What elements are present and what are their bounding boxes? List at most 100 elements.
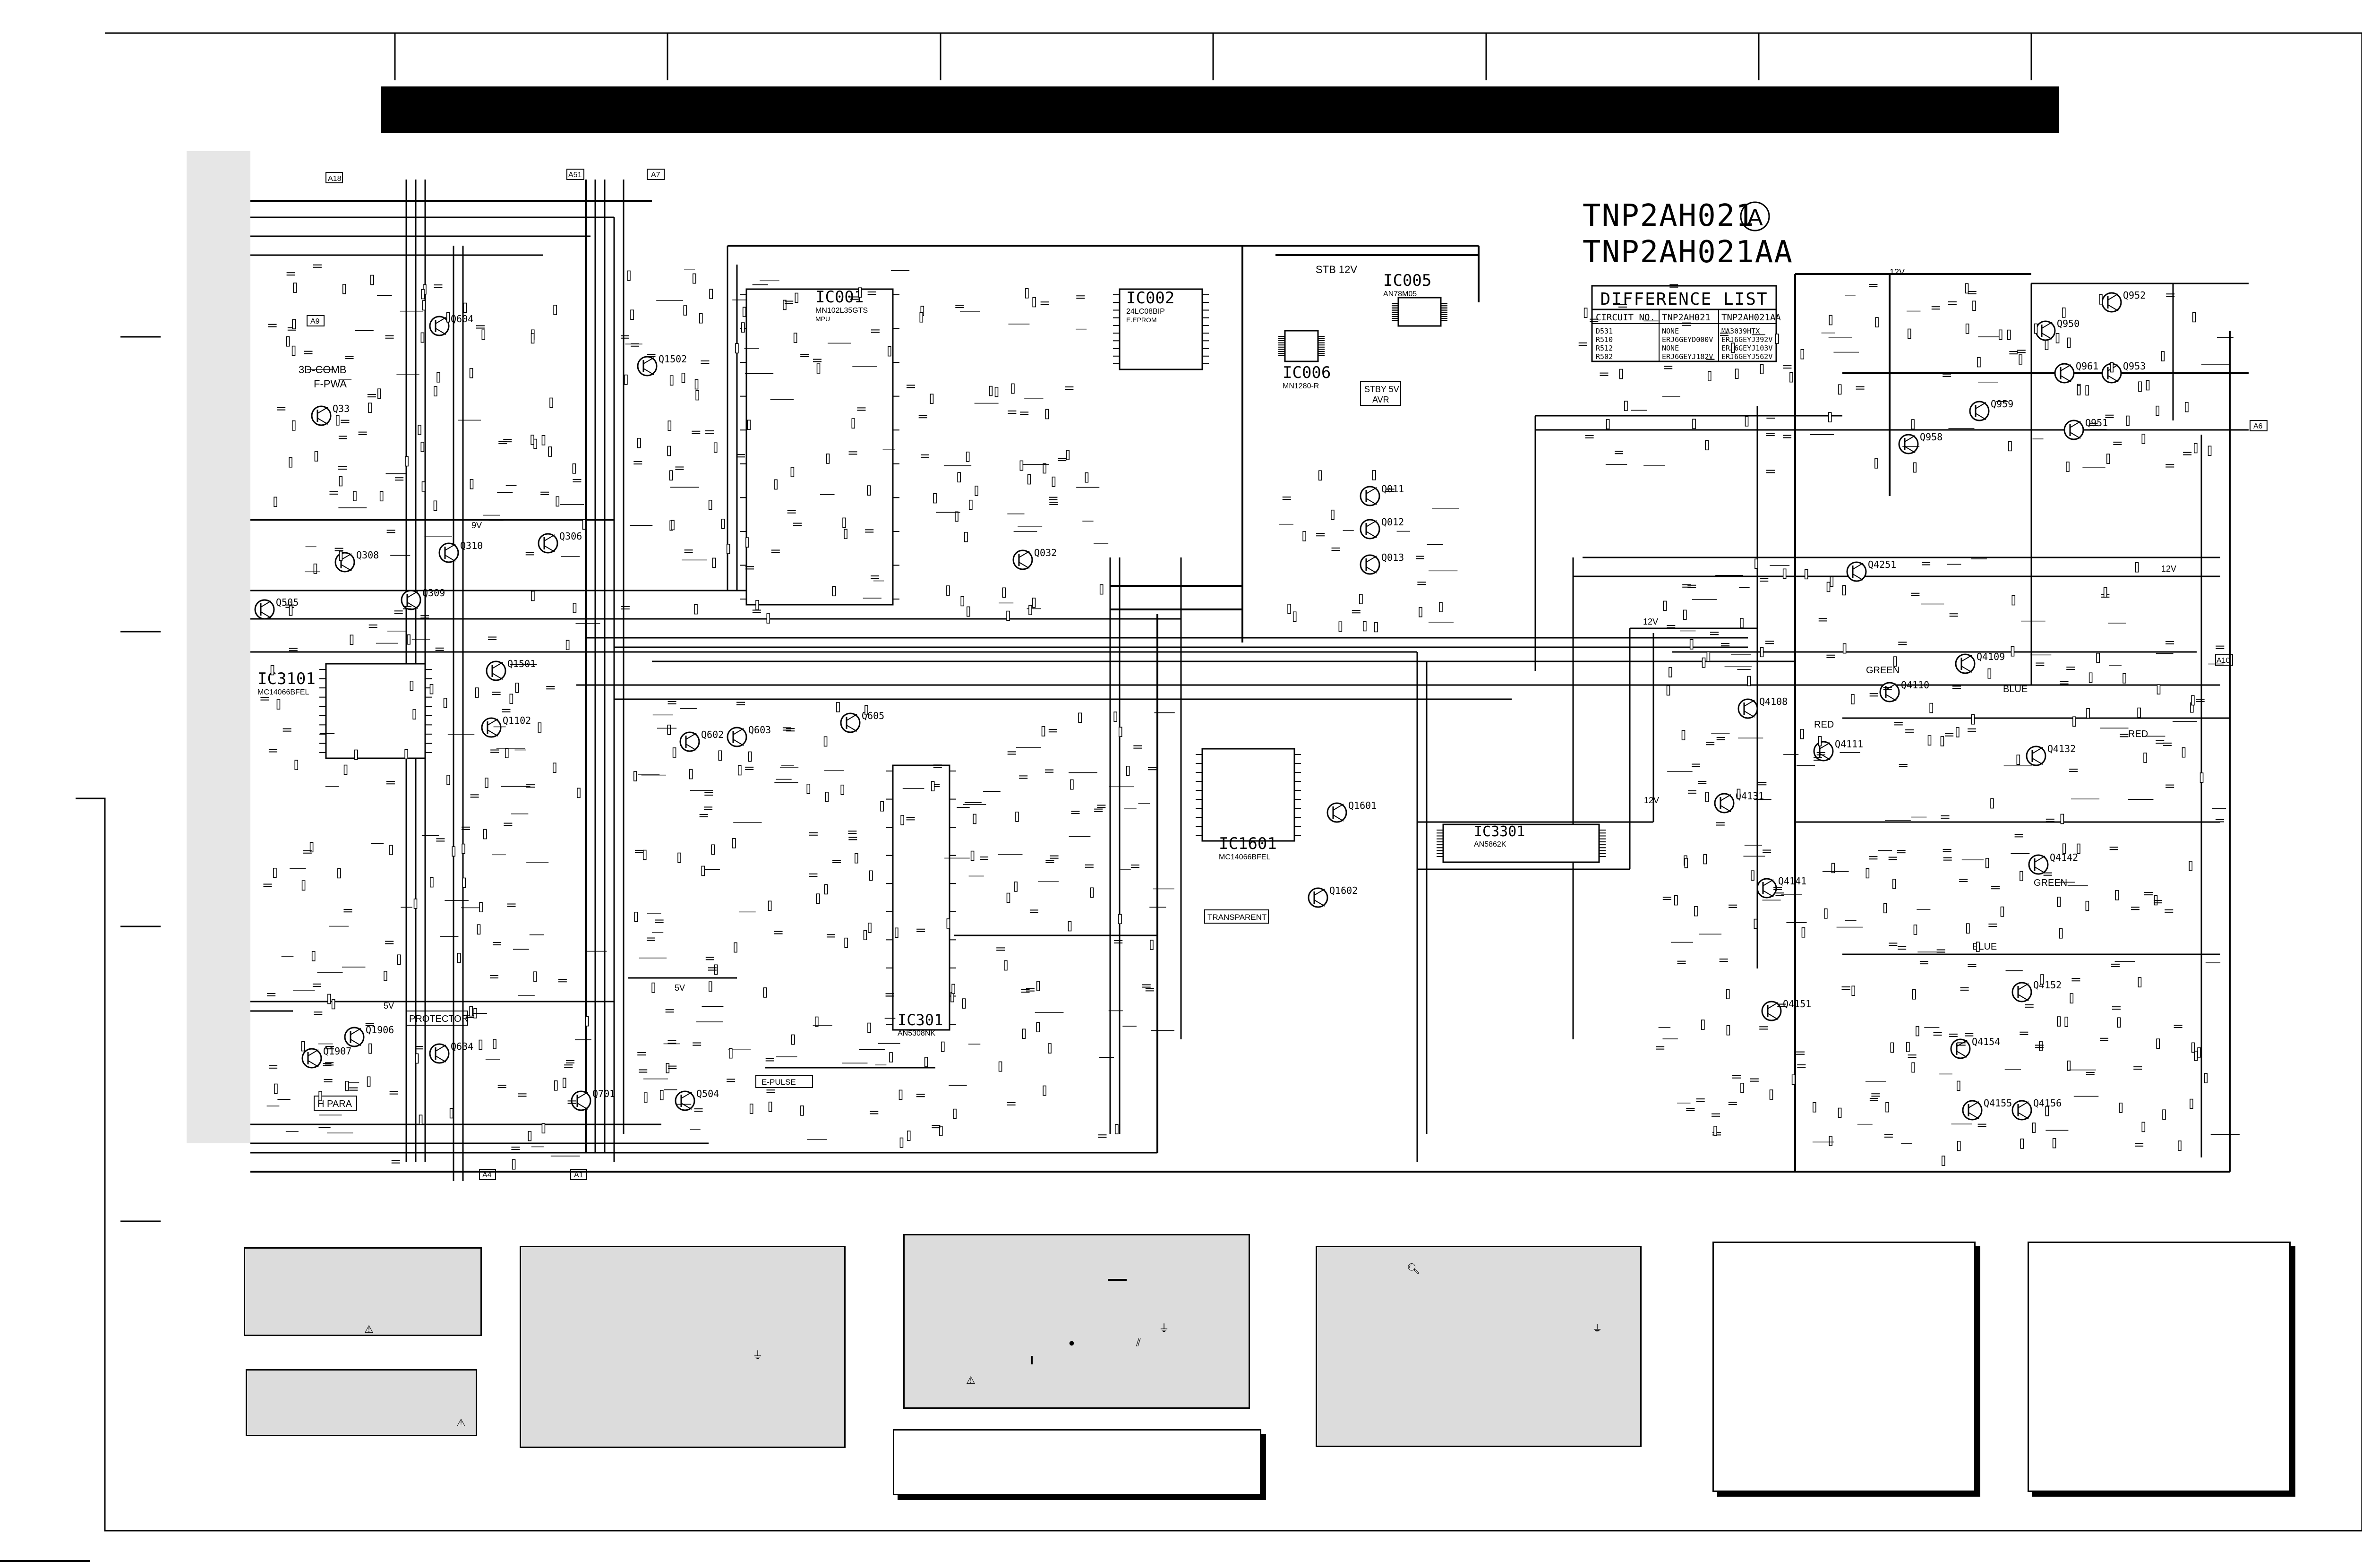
- resistor: [1705, 792, 1709, 802]
- resistor: [331, 999, 335, 1010]
- resistor: [2156, 405, 2160, 416]
- transistor-body: [2101, 292, 2122, 313]
- resistor: [2182, 747, 2186, 758]
- label-f-pwa: F-PWA: [314, 378, 347, 390]
- resistor: [291, 345, 296, 356]
- resistor: [452, 846, 456, 857]
- ic-part-label: 24LC08BIP: [1126, 308, 1165, 316]
- resistor: [377, 388, 381, 399]
- resistor: [2085, 385, 2089, 396]
- resistor: [1302, 531, 1306, 541]
- resistor: [1800, 349, 1805, 360]
- resistor: [814, 1016, 819, 1027]
- resistor: [415, 1053, 419, 1064]
- transistor-q701: Q701: [571, 1088, 615, 1111]
- gray-margin-strip: [187, 151, 250, 1143]
- ground-symbol-icon: ⏚: [1592, 1323, 1603, 1335]
- transistor-body: [1950, 1038, 1971, 1059]
- resistor: [2146, 380, 2150, 391]
- resistor: [434, 386, 437, 397]
- resistor: [1740, 1083, 1744, 1093]
- transistor-body: [1012, 549, 1033, 570]
- resistor: [1826, 582, 1831, 592]
- resistor: [953, 1108, 957, 1119]
- transistor-collector: [681, 1092, 692, 1099]
- ic-body: [1119, 288, 1203, 370]
- transistor-body: [1962, 1100, 1983, 1121]
- resistor: [1684, 858, 1688, 868]
- resistor: [1019, 460, 1024, 471]
- transistor-collector: [1366, 556, 1377, 563]
- resistor: [505, 748, 509, 758]
- resistor: [446, 775, 450, 785]
- resistor: [2138, 977, 2142, 987]
- resistor: [2020, 871, 2023, 882]
- transistor-emitter: [260, 611, 272, 618]
- transistor-collector: [733, 728, 744, 735]
- resistor: [1842, 585, 1846, 596]
- resistor: [962, 998, 966, 1009]
- resistor: [951, 984, 955, 994]
- resistor: [2135, 562, 2139, 573]
- ic-ref-label: IC002: [1126, 289, 1174, 308]
- transistor-collector: [308, 1049, 319, 1056]
- resistor: [840, 784, 845, 795]
- resistor: [858, 287, 862, 298]
- resistor: [479, 902, 483, 913]
- transistor-emitter: [577, 1103, 588, 1110]
- resistor: [755, 600, 759, 610]
- connectors: A18 A51 A7 A9 A10 A6 A4 A1: [307, 169, 2268, 1180]
- resistor: [293, 283, 297, 293]
- resistor: [533, 438, 537, 449]
- resistor: [289, 605, 293, 616]
- resistor: [967, 606, 970, 617]
- resistor: [1052, 476, 1056, 487]
- transistor-ref-label: Q4132: [2047, 743, 2076, 754]
- transistor-emitter: [1956, 1051, 1968, 1058]
- resistor: [449, 1108, 454, 1119]
- note-panel-8: [2028, 1242, 2291, 1492]
- resistor: [791, 1034, 795, 1045]
- transistor-q012: Q012: [1360, 516, 1404, 540]
- resistor: [2052, 1138, 2056, 1148]
- resistor: [1078, 712, 1082, 723]
- ic-body: [1442, 823, 1600, 863]
- transistor-q4156: Q4156: [2011, 1097, 2062, 1121]
- resistor: [726, 544, 730, 554]
- transistor-q605: Q605: [840, 710, 884, 733]
- transistor-ref-label: Q701: [592, 1088, 615, 1099]
- resistor: [946, 585, 950, 596]
- transistor-collector: [2070, 421, 2081, 428]
- resistor: [1707, 371, 1712, 381]
- resistor: [2077, 385, 2081, 395]
- transistor-body: [1737, 698, 1758, 719]
- transistor-q4151: Q4151: [1761, 998, 1811, 1021]
- resistor: [946, 918, 950, 929]
- label-protector: PROTECTOR: [409, 1014, 468, 1024]
- resistor: [1957, 1080, 1960, 1091]
- resistor: [318, 1091, 322, 1101]
- resistor: [1115, 1124, 1119, 1134]
- transistor-ref-label: Q1102: [503, 715, 531, 726]
- resistor: [485, 778, 488, 788]
- resistor: [286, 336, 290, 347]
- resistor: [1043, 463, 1046, 474]
- transistor-emitter: [1763, 890, 1774, 897]
- resistor: [481, 329, 486, 340]
- resistor: [462, 843, 465, 854]
- resistor: [1726, 989, 1730, 999]
- transistor-collector: [2034, 856, 2045, 863]
- resistor: [2062, 843, 2066, 854]
- resistor: [975, 486, 978, 496]
- resistor: [582, 519, 586, 530]
- transistor-q310: Q310: [438, 540, 483, 563]
- resistor: [2117, 1017, 2121, 1028]
- resistor: [1359, 594, 1363, 604]
- note-panel-7: [1712, 1242, 1976, 1492]
- resistor: [637, 437, 641, 448]
- transistor-q951: Q951: [2063, 417, 2108, 440]
- transistor-collector: [350, 1028, 361, 1035]
- difference-list-cell: ERJ6GEYJ392V: [1721, 335, 1772, 344]
